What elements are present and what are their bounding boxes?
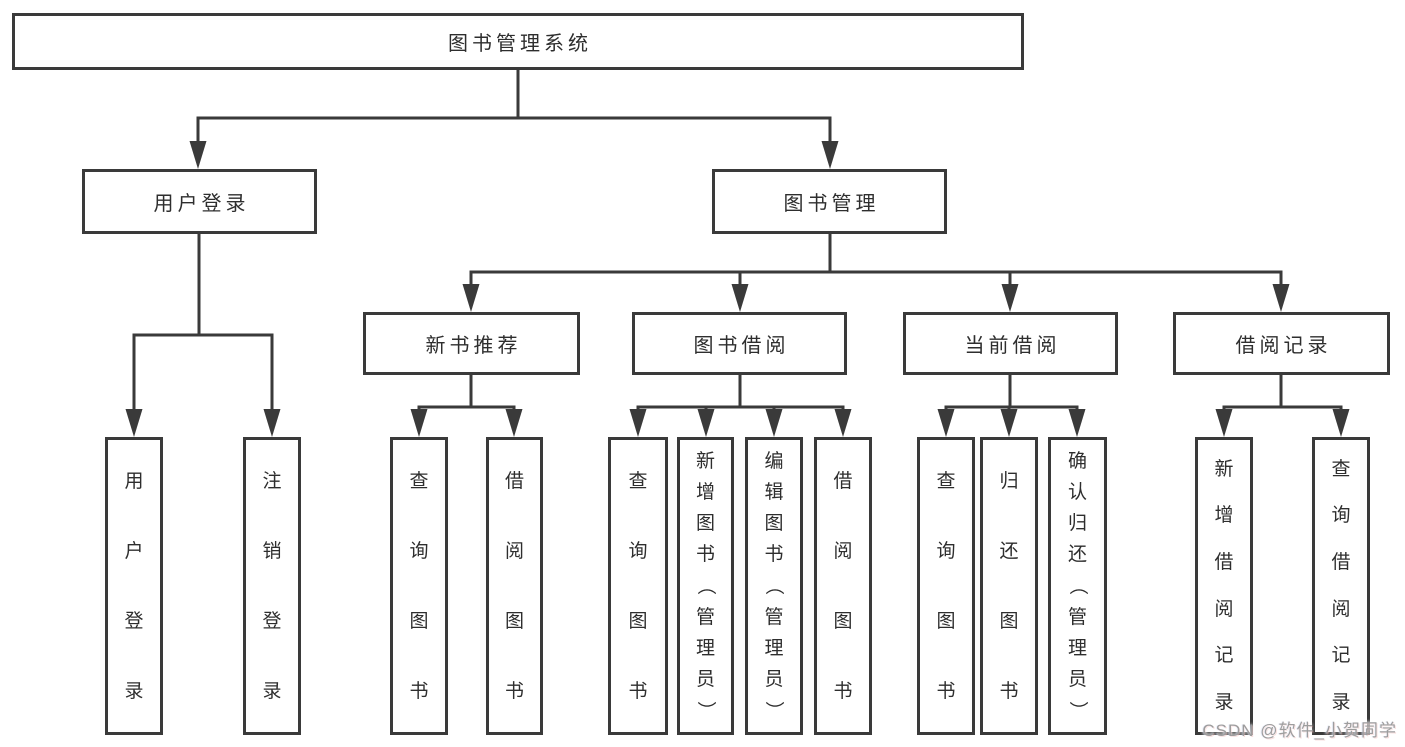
leaf-user-login-label: 用户登录 <box>124 470 144 702</box>
arrowhead <box>1000 409 1018 437</box>
arrowhead <box>1332 409 1350 437</box>
arrowhead <box>1272 284 1290 312</box>
leaf-confirm-return-admin: 确认归还（管理员） <box>1048 437 1107 735</box>
leaf-query-borrow-record: 查询借阅记录 <box>1312 437 1370 735</box>
leaf-confirm-return-admin-label: 确认归还（管理员） <box>1066 451 1088 720</box>
leaf-edit-book-admin-label: 编辑图书（管理员） <box>763 451 785 720</box>
node-borrow-records-label: 借阅记录 <box>1235 335 1332 357</box>
arrowhead <box>937 409 955 437</box>
leaf-query-books-borrow: 查询图书 <box>608 437 668 735</box>
connector-borrow-records-to-leaves <box>1222 373 1343 420</box>
node-book-borrow-label: 图书借阅 <box>693 335 790 357</box>
csdn-watermark: CSDN @软件_小贺同学 <box>1202 721 1397 740</box>
arrowhead <box>697 409 715 437</box>
leaf-add-book-admin: 新增图书（管理员） <box>677 437 734 735</box>
node-new-book-rec-label: 新书推荐 <box>425 335 522 357</box>
leaf-borrow-books-borrow-label: 借阅图书 <box>833 470 853 702</box>
arrowhead <box>462 284 480 312</box>
arrowhead <box>125 409 143 437</box>
arrowhead <box>189 141 207 169</box>
node-new-book-rec: 新书推荐 <box>363 312 580 375</box>
leaf-borrow-books-newrec: 借阅图书 <box>486 437 543 735</box>
node-user-login-label: 用户登录 <box>153 193 250 215</box>
node-borrow-records: 借阅记录 <box>1173 312 1390 375</box>
leaf-logout: 注销登录 <box>243 437 301 735</box>
leaf-borrow-books-newrec-label: 借阅图书 <box>504 470 524 702</box>
arrowhead <box>1215 409 1233 437</box>
leaf-return-book: 归还图书 <box>980 437 1038 735</box>
node-book-mgmt-label: 图书管理 <box>783 193 880 215</box>
arrowhead <box>821 141 839 169</box>
arrowhead <box>410 409 428 437</box>
leaf-logout-label: 注销登录 <box>262 470 282 702</box>
leaf-query-books-current-label: 查询图书 <box>936 470 956 702</box>
node-user-login: 用户登录 <box>82 169 317 234</box>
connector-user-login-to-leaves <box>132 232 274 420</box>
leaf-query-books-newrec-label: 查询图书 <box>409 470 429 702</box>
leaf-query-books-current: 查询图书 <box>917 437 975 735</box>
arrowheads <box>125 141 1350 437</box>
node-root: 图书管理系统 <box>12 13 1024 70</box>
leaf-query-books-newrec: 查询图书 <box>390 437 448 735</box>
node-root-label: 图书管理系统 <box>448 33 592 55</box>
node-book-borrow: 图书借阅 <box>632 312 847 375</box>
arrowhead <box>505 409 523 437</box>
leaf-query-books-borrow-label: 查询图书 <box>628 470 648 702</box>
arrowhead <box>263 409 281 437</box>
connector-book-mgmt-to-level3 <box>469 232 1283 295</box>
leaf-return-book-label: 归还图书 <box>999 470 1019 702</box>
leaf-borrow-books-borrow: 借阅图书 <box>814 437 872 735</box>
leaf-query-borrow-record-label: 查询借阅记录 <box>1331 458 1351 714</box>
connector-book-borrow-to-leaves <box>636 373 845 420</box>
leaf-add-borrow-record-label: 新增借阅记录 <box>1214 458 1234 714</box>
arrowhead <box>731 284 749 312</box>
arrowhead <box>629 409 647 437</box>
node-book-mgmt: 图书管理 <box>712 169 947 234</box>
leaf-user-login: 用户登录 <box>105 437 163 735</box>
connector-root-to-level2 <box>196 68 832 152</box>
leaf-add-book-admin-label: 新增图书（管理员） <box>694 451 716 720</box>
arrowhead <box>765 409 783 437</box>
connector-new-book-rec-to-leaves <box>417 373 516 420</box>
node-current-borrow: 当前借阅 <box>903 312 1118 375</box>
arrowhead <box>834 409 852 437</box>
leaf-add-borrow-record: 新增借阅记录 <box>1195 437 1253 735</box>
arrowhead <box>1001 284 1019 312</box>
leaf-edit-book-admin: 编辑图书（管理员） <box>745 437 803 735</box>
arrowhead <box>1068 409 1086 437</box>
node-current-borrow-label: 当前借阅 <box>964 335 1061 357</box>
